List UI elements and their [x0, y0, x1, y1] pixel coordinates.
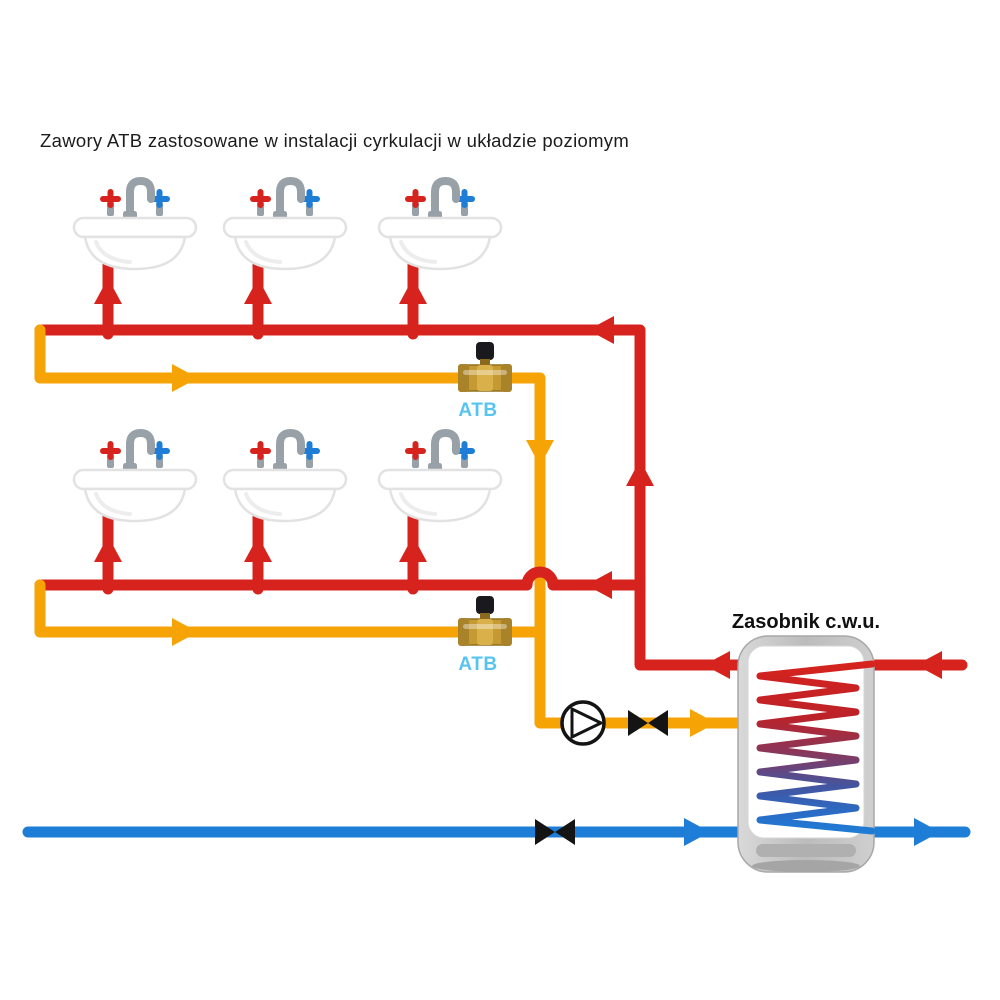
flow-arrow-left	[586, 571, 612, 599]
diagram-title: Zawory ATB zastosowane w instalacji cyrk…	[40, 130, 629, 151]
flow-arrow-up	[94, 536, 122, 562]
flow-arrow-right	[684, 818, 710, 846]
check-valve-icon	[535, 819, 575, 845]
flow-arrow-up	[399, 536, 427, 562]
sink-icon	[224, 181, 346, 269]
flow-arrow-up	[244, 536, 272, 562]
atb-valve-label: ATB	[458, 400, 497, 421]
flow-arrow-up	[244, 278, 272, 304]
circulation-pipe-main	[34, 324, 750, 729]
flow-arrow-left	[916, 651, 942, 679]
hot-supply-pipe-lower	[34, 566, 646, 591]
flow-arrow-up	[94, 278, 122, 304]
flow-arrow-down	[526, 440, 554, 466]
sink-icon	[74, 433, 196, 521]
tank-label: Zasobnik c.w.u.	[732, 611, 880, 633]
flow-arrow-left	[588, 316, 614, 344]
flow-arrow-up	[399, 278, 427, 304]
heat-exchanger-coil	[756, 660, 876, 835]
flow-arrow-left	[704, 651, 730, 679]
sink-icon	[379, 181, 501, 269]
atb-valve-icon	[457, 595, 513, 647]
flow-arrow-up	[626, 460, 654, 486]
sink-icon	[379, 433, 501, 521]
flow-arrow-right	[690, 709, 716, 737]
flow-arrow-right	[914, 818, 940, 846]
atb-valve-label: ATB	[458, 654, 497, 675]
atb-valve-icon	[457, 341, 513, 393]
pump-icon	[560, 700, 606, 746]
dhw-tank	[737, 635, 876, 873]
circulation-pipe-lower	[34, 579, 546, 638]
check-valve-icon	[628, 710, 668, 736]
flow-arrow-right	[172, 618, 198, 646]
sink-icon	[224, 433, 346, 521]
sink-icon	[74, 181, 196, 269]
flow-arrow-right	[172, 364, 198, 392]
